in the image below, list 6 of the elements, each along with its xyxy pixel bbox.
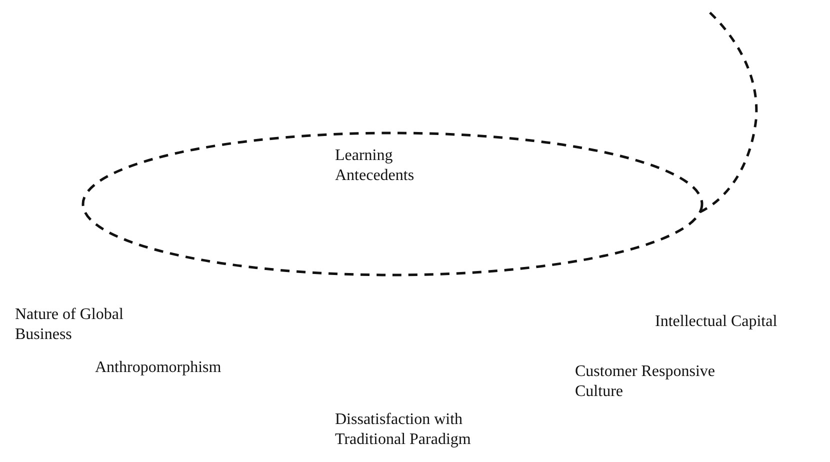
text-label: Customer Responsive Culture bbox=[575, 362, 716, 402]
text-label: Intellectual Capital bbox=[655, 312, 778, 332]
text-label: Anthropomorphism bbox=[95, 358, 222, 378]
node-label: Learning Antecedents bbox=[335, 146, 416, 186]
text-label: Dissatisfaction with Traditional Paradigm bbox=[335, 410, 472, 450]
text-label: Nature of Global Business bbox=[15, 305, 124, 345]
